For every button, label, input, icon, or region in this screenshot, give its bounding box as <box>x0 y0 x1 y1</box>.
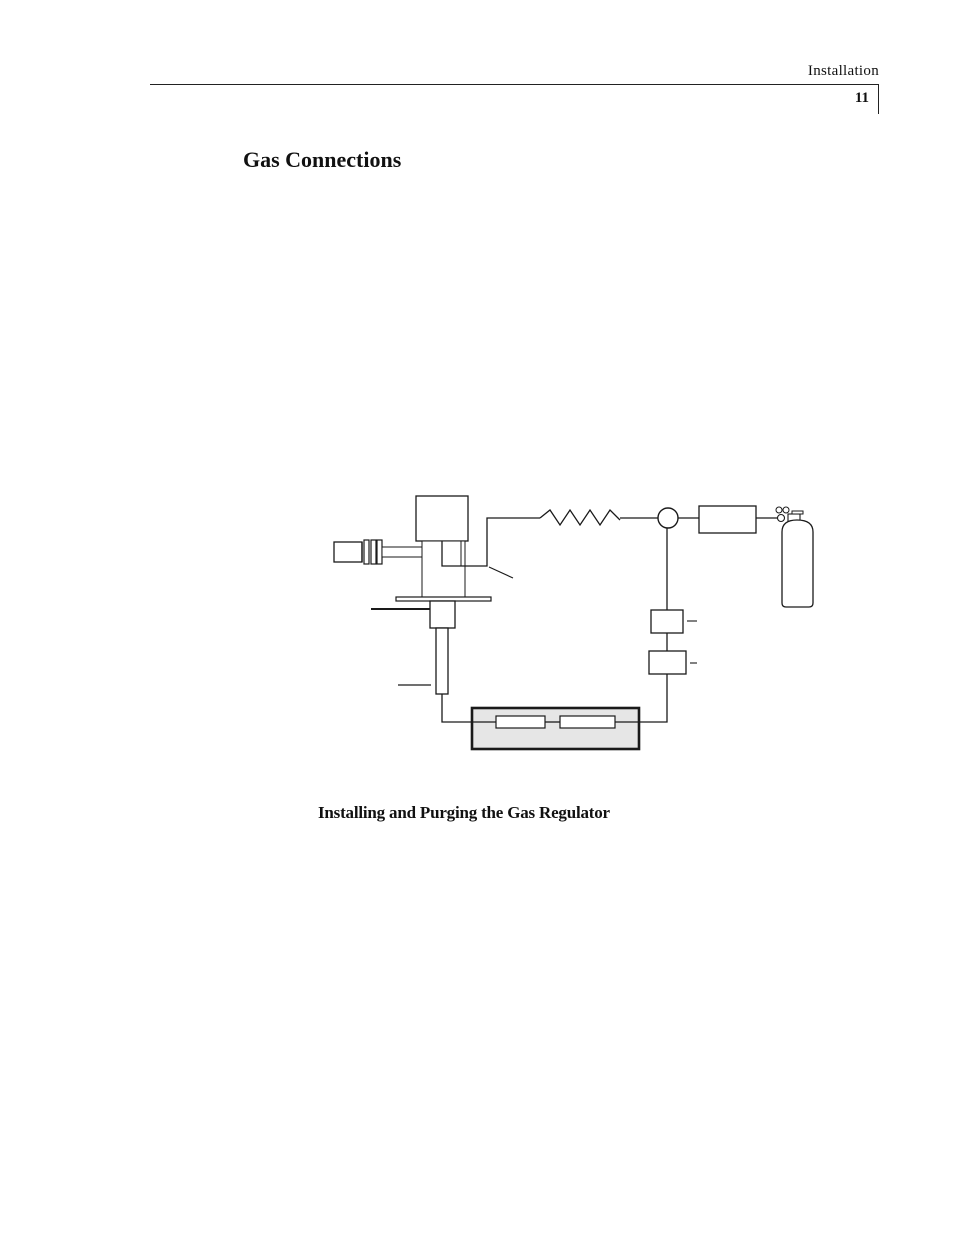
header-rule <box>150 84 879 85</box>
furnace-inner-block <box>441 540 462 567</box>
connector-ring-2 <box>370 539 377 565</box>
inlet-pointer-line <box>488 566 514 579</box>
regulator-box <box>698 505 757 534</box>
gas-line-probe-to-filter <box>441 694 472 723</box>
gas-cylinder <box>781 519 814 608</box>
connector-ring-3 <box>376 539 383 565</box>
inlet-line <box>441 517 540 567</box>
gas-line-filter-to-junction <box>639 674 668 723</box>
probe-holder <box>429 600 456 629</box>
section-title: Gas Connections <box>243 147 402 172</box>
running-head: Installation <box>807 63 879 79</box>
furnace-head <box>415 495 469 542</box>
header-vertical-rule <box>878 84 879 114</box>
valve-knob <box>776 513 786 523</box>
valve-cap <box>791 510 804 515</box>
page-number: 11 <box>854 90 869 106</box>
connector-ring-1 <box>363 539 370 565</box>
lamp-connector <box>333 541 363 563</box>
gauge-right-icon <box>782 506 790 514</box>
gauge-left-icon <box>775 506 783 514</box>
probe-tube <box>435 627 449 695</box>
flow-component-lower <box>648 650 687 675</box>
filter-element-right <box>559 715 616 729</box>
t-junction <box>657 507 679 529</box>
filter-element-left <box>495 715 546 729</box>
flow-component-upper <box>650 609 684 634</box>
connector-rod <box>381 546 423 558</box>
subsection-title: Installing and Purging the Gas Regulator <box>318 803 610 822</box>
tubing-coil <box>539 508 621 527</box>
